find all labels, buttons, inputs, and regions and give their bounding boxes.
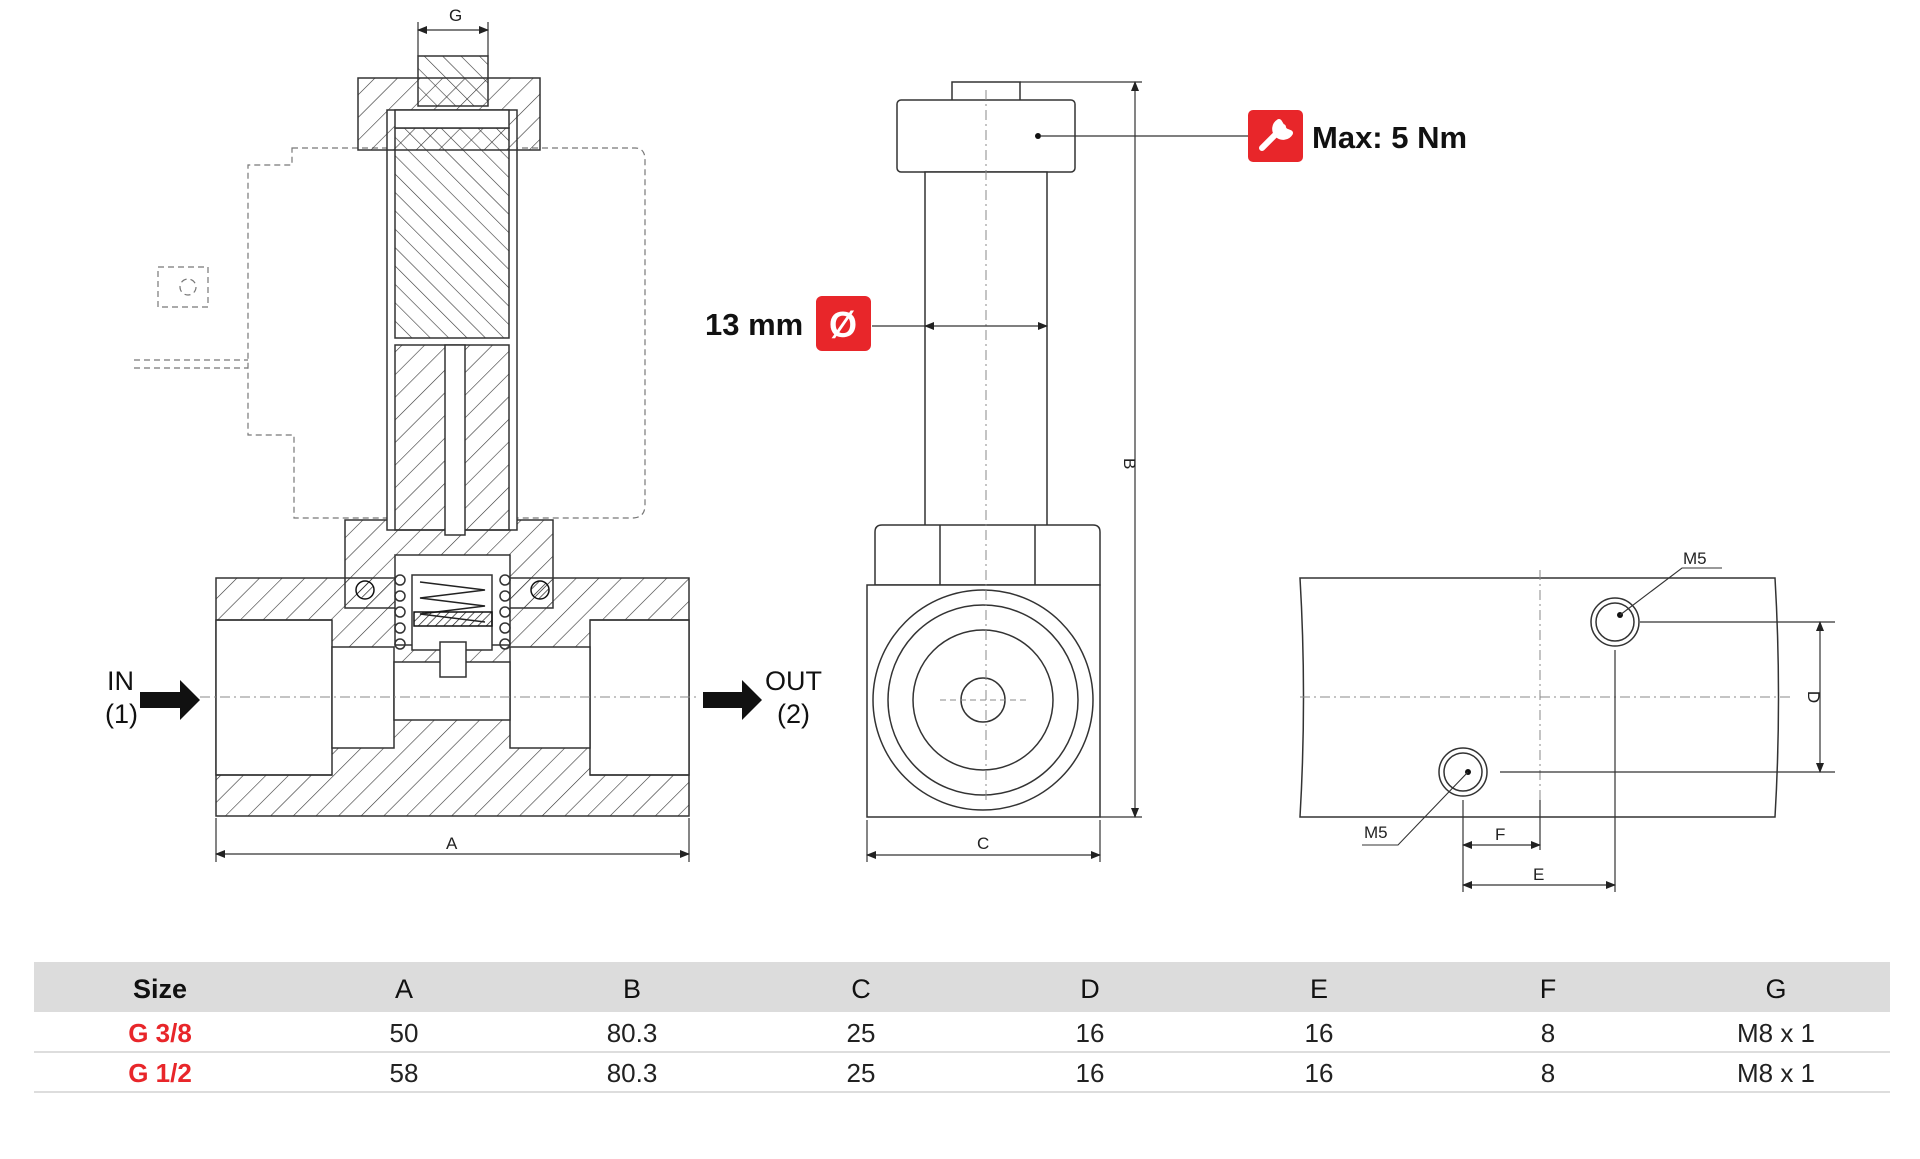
dimension-d: [1500, 621, 1835, 773]
out-port: (2): [777, 699, 810, 729]
row-cell: 80.3: [607, 1018, 658, 1048]
row-cell: 8: [1541, 1058, 1555, 1088]
row-size: G 1/2: [128, 1058, 192, 1088]
row-cell: 16: [1076, 1058, 1105, 1088]
dimension-e: [1462, 650, 1616, 892]
dimension-a: [215, 818, 690, 862]
diameter-icon: Ø: [829, 304, 857, 345]
dimension-table: Size A B C D E F G G 3/8 50 80.3 25 16 1…: [34, 962, 1890, 1093]
header-g: G: [1765, 974, 1786, 1004]
dimension-b: [1020, 81, 1142, 818]
row-cell: 16: [1076, 1018, 1105, 1048]
row-cell: 16: [1305, 1058, 1334, 1088]
table-row: G 3/8 50 80.3 25 16 16 8 M8 x 1: [128, 1018, 1815, 1048]
out-arrow-icon: [703, 680, 762, 720]
row-cell: 25: [847, 1018, 876, 1048]
label-f: F: [1495, 825, 1505, 844]
in-arrow-icon: [140, 680, 200, 720]
table-row: G 1/2 58 80.3 25 16 16 8 M8 x 1: [128, 1058, 1815, 1088]
label-m5-top: M5: [1683, 549, 1707, 568]
row-cell: 16: [1305, 1018, 1334, 1048]
header-a: A: [395, 974, 413, 1004]
header-c: C: [851, 974, 871, 1004]
out-label: OUT: [765, 666, 822, 696]
row-size: G 3/8: [128, 1018, 192, 1048]
table-header-row: Size A B C D E F G: [133, 974, 1787, 1004]
dimension-f: [1462, 800, 1541, 892]
header-f: F: [1540, 974, 1557, 1004]
in-label: IN: [107, 666, 134, 696]
in-port: (1): [105, 699, 138, 729]
header-d: D: [1080, 974, 1100, 1004]
label-c: C: [977, 834, 989, 853]
section-view: [134, 55, 700, 817]
row-cell: M8 x 1: [1737, 1018, 1815, 1048]
side-view: [866, 81, 1101, 818]
coil-outline: [134, 147, 646, 519]
dimension-c: [866, 820, 1101, 862]
header-b: B: [623, 974, 641, 1004]
row-cell: 50: [390, 1018, 419, 1048]
torque-label: Max: 5 Nm: [1312, 120, 1467, 155]
m5-leaders: [1362, 567, 1722, 846]
row-cell: M8 x 1: [1737, 1058, 1815, 1088]
table-header-bg: [34, 962, 1890, 1012]
label-d: D: [1804, 691, 1823, 703]
header-size: Size: [133, 974, 187, 1004]
row-cell: 58: [390, 1058, 419, 1088]
row-cell: 80.3: [607, 1058, 658, 1088]
diameter-badge: Ø: [816, 296, 871, 351]
dimension-g: [417, 22, 489, 56]
label-a: A: [446, 834, 458, 853]
label-b: B: [1120, 458, 1139, 469]
wrench-icon: [1248, 110, 1303, 162]
header-e: E: [1310, 974, 1328, 1004]
label-m5-bottom: M5: [1364, 823, 1388, 842]
bottom-view: [1299, 570, 1790, 830]
label-g: G: [449, 6, 462, 25]
label-e: E: [1533, 865, 1544, 884]
row-cell: 25: [847, 1058, 876, 1088]
diameter-label: 13 mm: [705, 307, 803, 342]
row-cell: 8: [1541, 1018, 1555, 1048]
